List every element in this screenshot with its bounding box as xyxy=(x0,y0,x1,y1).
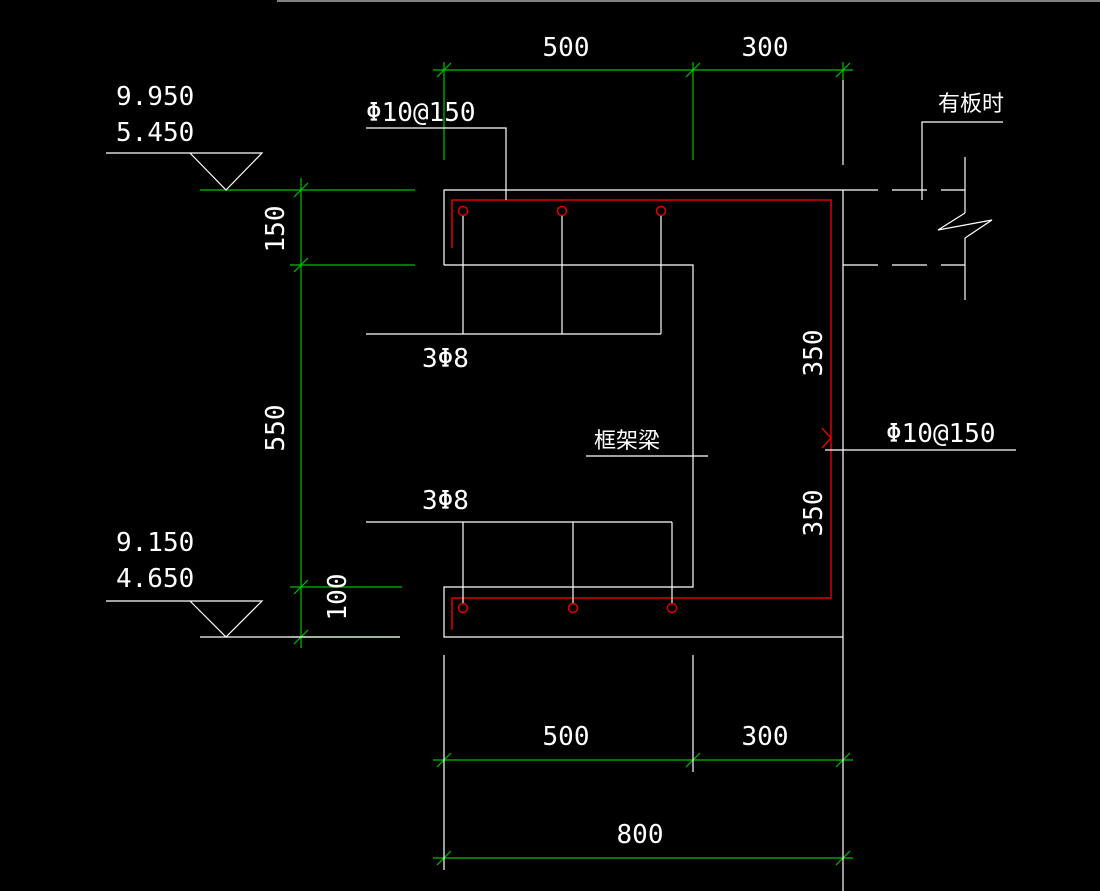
dim-bottom-800: 800 xyxy=(617,820,664,850)
elevation-lower-a: 9.150 xyxy=(116,528,194,558)
label-stirrup-right: Φ10@150 xyxy=(886,419,996,449)
rebar-dot xyxy=(457,602,469,614)
dim-bottom-500: 500 xyxy=(543,722,590,752)
elevation-lower-b: 4.650 xyxy=(116,564,194,594)
elevation-upper-a: 9.950 xyxy=(116,82,194,112)
leader-lines xyxy=(106,127,1016,638)
rebar-dot xyxy=(457,205,469,217)
rebar-dot xyxy=(655,205,667,217)
rebar-dot xyxy=(556,205,568,217)
label-bars-top: 3Φ8 xyxy=(422,344,469,374)
dim-top-500: 500 xyxy=(543,33,590,63)
dim-left-150: 150 xyxy=(261,206,291,253)
dim-bottom-300: 300 xyxy=(742,722,789,752)
label-frame-beam: 框架梁 xyxy=(594,429,660,454)
beam-outline xyxy=(443,80,844,891)
label-bars-bottom: 3Φ8 xyxy=(422,486,469,516)
label-stirrup-top: Φ10@150 xyxy=(366,98,476,128)
elevation-upper-b: 5.450 xyxy=(116,118,194,148)
rebar-dot xyxy=(567,602,579,614)
dim-left-100: 100 xyxy=(323,574,353,621)
rebar-bars xyxy=(457,205,678,614)
rebar-stirrup xyxy=(451,199,833,630)
rebar-dot xyxy=(666,602,678,614)
dim-top-300: 300 xyxy=(742,33,789,63)
dim-right-350-bottom: 350 xyxy=(799,490,829,537)
dim-right-350-top: 350 xyxy=(799,330,829,377)
dim-left-550: 550 xyxy=(261,405,291,452)
label-with-slab: 有板时 xyxy=(938,92,1004,117)
slab-outline xyxy=(843,121,1003,300)
